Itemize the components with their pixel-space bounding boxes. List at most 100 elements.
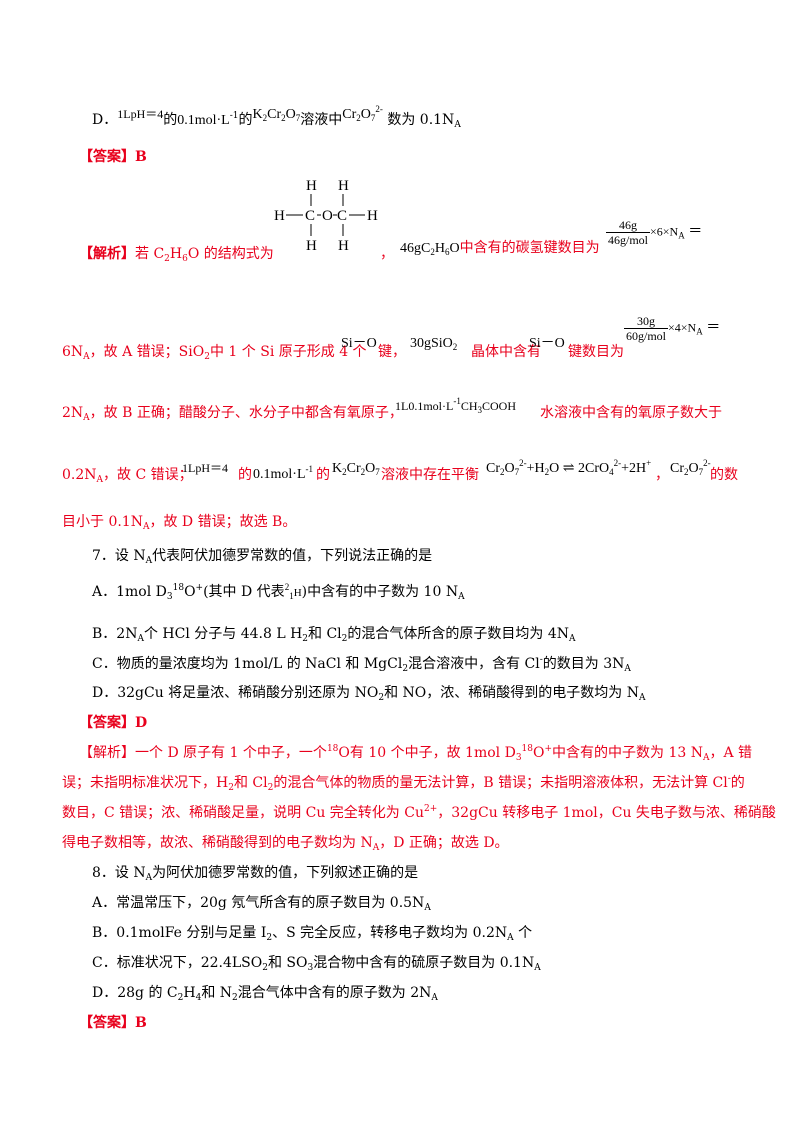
text: 、S 完全反应，转移电子数均为 0.2N <box>272 925 508 941</box>
text: 和 Cl <box>233 775 268 791</box>
salt-formula-2: K2Cr2O7 <box>332 461 380 477</box>
text: ，A 错 <box>709 745 753 761</box>
text: O <box>184 584 196 600</box>
q6-option-d: D．1LpH＝4的0.1mol·L-1的K2Cr2O7溶液中Cr2O72- 数为… <box>92 104 461 131</box>
text-bond: 键， <box>378 344 406 360</box>
text: 46gC <box>400 241 431 256</box>
explanation-q6-line1: 【解析】若 C2H6O 的结构式为 <box>79 246 274 264</box>
q8-option-a: A．常温常压下，20g 氖气所含有的原子数目为 0.5NA <box>92 895 431 913</box>
text: K <box>252 107 263 122</box>
text: H <box>293 587 302 599</box>
text: ，故 A 错误；SiO <box>89 344 205 360</box>
text-oxygen: 水溶液中含有的氧原子数大于 <box>540 405 722 421</box>
text: 8．设 N <box>92 865 146 881</box>
text: 混合气体中含有的原子数为 2N <box>237 985 432 1001</box>
text: 的 <box>238 112 253 128</box>
q8-option-d: D．28g 的 C2H4和 N2混合气体中含有的原子数为 2NA <box>92 985 438 1003</box>
text: 的混合气体所含的原子数目均为 4N <box>347 626 569 642</box>
text: 7．设 N <box>92 548 146 564</box>
atom-h-top-right: H <box>338 178 349 194</box>
q7-explanation-line1: 【解析】一个 D 原子有 1 个中子，一个18O有 10 个中子，故 1mol … <box>79 744 753 763</box>
text: 0.2N <box>62 467 97 483</box>
text: 有 10 个中子，故 1mol D <box>349 745 516 761</box>
option-label: D． <box>92 112 118 128</box>
frac-den: 46g/mol <box>608 233 649 247</box>
text: 1L0.1mol·L <box>395 399 454 413</box>
text: 0.1mol·L <box>253 467 306 482</box>
text: 6N <box>62 344 84 360</box>
sio2-formula: 30gSiO2 <box>410 336 458 352</box>
text-count: 键数目为 <box>568 344 624 360</box>
sio-bond-1: Si－O <box>341 336 377 351</box>
text: 2N <box>62 405 84 421</box>
text: O 的结构式为 <box>187 246 274 262</box>
answer-q7: 【答案】D <box>79 715 148 731</box>
acetic-formula: 1L0.1mol·L-1CH3COOH <box>395 396 517 415</box>
structural-formula-diagram: H H H C O C H H H <box>272 176 384 258</box>
text: O <box>449 241 460 256</box>
explanation-q6-line1b: ， <box>380 244 394 264</box>
q7-explanation-line4: 得电子数相等，故浓、稀硝酸得到的电子数均为 NA，D 正确；故选 D。 <box>62 835 509 853</box>
text-equilibrium: 溶液中存在平衡 <box>381 467 479 483</box>
text: 中含有的中子数为 13 N <box>552 745 703 761</box>
atom-c2: C <box>337 208 347 224</box>
answer-q6: 【答案】B <box>79 149 147 165</box>
text: 的数目为 3N <box>542 656 625 672</box>
frac-num: 46g <box>606 218 651 233</box>
text: 混合物中含有的硫原子数目为 0.1N <box>313 955 535 971</box>
text: 目小于 0.1N <box>62 514 143 530</box>
text: 中 1 个 Si 原子形成 4 个 <box>209 344 367 360</box>
explanation-q6-line3: 2NA，故 B 正确；醋酸分子、水分子中都含有氧原子， <box>62 405 403 423</box>
salt-formula: K2Cr2O7 <box>252 107 301 123</box>
text: 和 NO，浓、稀硝酸得到的电子数均为 N <box>384 685 639 701</box>
frac-num: 30g <box>624 314 669 329</box>
text: A．常温常压下，20g 氖气所含有的原子数目为 0.5N <box>92 895 425 911</box>
text: 和 Cl <box>308 626 342 642</box>
text: O <box>338 745 350 761</box>
text: D．32gCu 将足量浓、稀硝酸分别还原为 NO <box>92 685 379 701</box>
text: B．2N <box>92 626 138 642</box>
conc-text-2: 0.1mol·L-1 <box>253 464 313 483</box>
q8-option-c: C．标准状况下，22.4LSO2和 SO3混合物中含有的硫原子数目为 0.1NA <box>92 955 541 973</box>
q7-option-c: C．物质的量浓度均为 1mol/L 的 NaCl 和 MgCl2混合溶液中，含有… <box>92 655 631 674</box>
dichromate-ion: Cr2O72- <box>670 458 711 477</box>
explanation-q6-line5: 目小于 0.1NA，故 D 错误；故选 B。 <box>62 514 297 532</box>
text: B．0.1molFe 分别与足量 I <box>92 925 267 941</box>
text: C．标准状况下，22.4LSO <box>92 955 263 971</box>
text: ＝ <box>706 320 721 336</box>
text: ，故 D 错误；故选 B。 <box>149 514 297 530</box>
sup: -1 <box>229 111 239 121</box>
text: 30gSiO <box>410 336 453 351</box>
text-crystal: 晶体中含有 <box>471 344 541 360</box>
q7-option-a: A．1mol D318O+(其中 D 代表21H)中含有的中子数为 10 NA <box>92 582 465 602</box>
explanation-label: 【解析】 <box>79 246 135 262</box>
equilibrium-equation: Cr2O72-+H2O ⇌ 2CrO42-+2H+ <box>486 458 652 477</box>
text: 得电子数相等，故浓、稀硝酸得到的电子数均为 N <box>62 835 373 851</box>
atom-h-right: H <box>367 208 378 224</box>
text: ， <box>380 246 394 262</box>
text-shu: 的数 <box>710 467 738 483</box>
text: 溶液中 <box>300 112 343 128</box>
text: CH <box>460 399 478 413</box>
explanation-q6-line2: 6NA，故 A 错误；SiO2中 1 个 Si 原子形成 4 个 <box>62 344 367 362</box>
text: 和 N <box>201 985 233 1001</box>
text: H <box>183 985 196 1001</box>
text-de: 的 <box>238 467 252 483</box>
text: 代表阿伏加德罗常数的值，下列说法正确的是 <box>152 548 433 564</box>
text: ，故 C 错误； <box>103 467 193 483</box>
text: 若 C <box>135 246 165 262</box>
text: 【解析】一个 D 原子有 1 个中子，一个 <box>79 745 327 761</box>
text: Cr <box>342 107 357 122</box>
atom-c1: C <box>305 208 315 224</box>
atom-h-bottom-left: H <box>306 238 317 254</box>
text-de-2: 的 <box>316 467 330 483</box>
q7-explanation-line2: 误；未指明标准状况下，H2和 Cl2的混合气体的物质的量无法计算，B 错误；未指… <box>62 774 745 793</box>
q8-option-b: B．0.1molFe 分别与足量 I2、S 完全反应，转移电子数均为 0.2NA… <box>92 925 533 943</box>
text: H <box>169 246 183 262</box>
text: 数目，C 错误；浓、稀硝酸足量，说明 Cu 完全转化为 Cu <box>62 805 424 821</box>
sub: A <box>454 120 461 130</box>
formula: 46gC2H6O <box>400 241 460 257</box>
text: )中含有的中子数为 10 N <box>301 584 459 600</box>
